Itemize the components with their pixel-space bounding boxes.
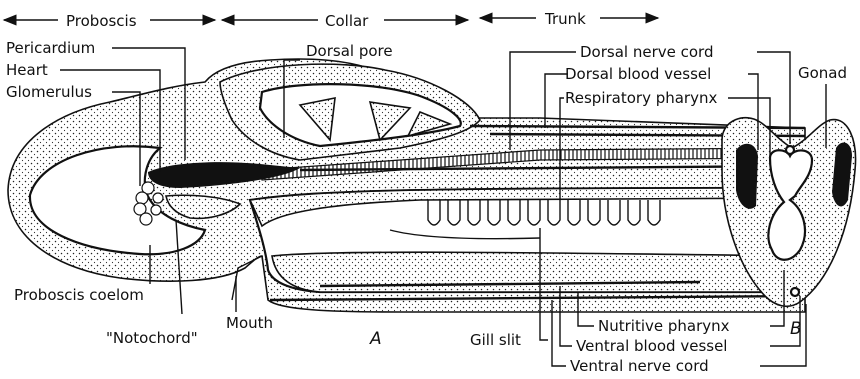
label-dorsal-blood-vessel: Dorsal blood vessel — [565, 65, 711, 83]
gonad-left — [736, 144, 758, 209]
label-glomerulus: Glomerulus — [6, 83, 92, 101]
label-dorsal-pore: Dorsal pore — [306, 42, 393, 60]
label-nutritive-pharynx: Nutritive pharynx — [598, 317, 730, 335]
label-figure-b: B — [790, 319, 802, 339]
label-respiratory-pharynx: Respiratory pharynx — [565, 89, 717, 107]
label-proboscis-coelom: Proboscis coelom — [14, 286, 144, 304]
cross-ventral-vessel — [791, 288, 799, 296]
label-notochord: "Notochord" — [106, 329, 198, 347]
label-ventral-blood-vessel: Ventral blood vessel — [576, 337, 727, 355]
region-trunk-label: Trunk — [544, 10, 586, 28]
cross-nerve-cord — [786, 146, 794, 154]
label-figure-a: A — [369, 329, 382, 349]
label-ventral-nerve-cord: Ventral nerve cord — [570, 357, 709, 375]
label-mouth: Mouth — [226, 314, 273, 332]
region-collar-label: Collar — [325, 12, 369, 30]
label-heart: Heart — [6, 61, 48, 79]
label-gonad: Gonad — [798, 64, 847, 82]
region-proboscis-label: Proboscis — [66, 12, 137, 30]
label-dorsal-nerve-cord: Dorsal nerve cord — [580, 43, 713, 61]
label-gill-slit: Gill slit — [470, 331, 521, 349]
label-pericardium: Pericardium — [6, 39, 95, 57]
